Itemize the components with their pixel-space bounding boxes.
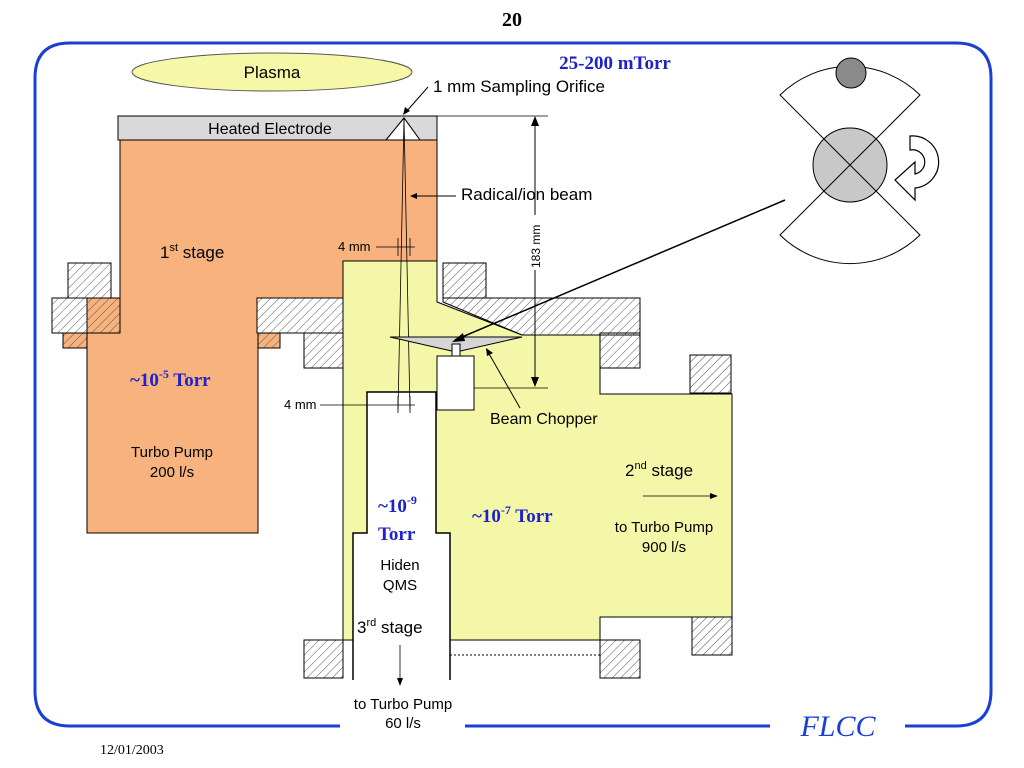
p1-prefix: ~10: [130, 370, 159, 391]
chopper-shaft: [451, 343, 461, 357]
electrode-label: Heated Electrode: [208, 121, 332, 138]
flange-block: [67, 262, 112, 299]
p2-exp: -7: [501, 503, 511, 517]
beam-line: [403, 117, 411, 411]
chopper-label-arrow: [487, 351, 521, 409]
flange-block: [256, 297, 344, 334]
plasma-ellipse: [131, 52, 413, 92]
slide-border: [33, 41, 993, 728]
p2-unit: Torr: [511, 506, 553, 527]
dim-183-label-bg: [527, 215, 543, 270]
p3-prefix: ~10: [378, 496, 407, 517]
stage3-sup: rd: [366, 617, 376, 629]
chopper-sector-bottom: [779, 164, 921, 265]
p3-exp: -9: [407, 493, 417, 507]
flange-block: [51, 297, 121, 334]
stage2-arrowhead: [710, 493, 718, 499]
stage3-label: 3rd stage: [357, 617, 423, 637]
stage2-label: 2nd stage: [625, 460, 693, 480]
dim-4mm-top: 4 mm: [338, 239, 371, 254]
flange-block: [257, 332, 281, 349]
slide-number: 20: [502, 9, 522, 31]
flange-block: [442, 297, 641, 336]
chopper-inset: [779, 57, 940, 265]
pressure-stage3: ~10-9: [378, 493, 417, 517]
flange-block: [689, 354, 732, 394]
dim-4mm-bottom: 4 mm: [284, 397, 317, 412]
chopper-cross: [823, 138, 877, 192]
chopper-leader-line: [454, 199, 786, 341]
chopper-leader-arrowhead: [452, 333, 465, 342]
chopper-label: Beam Chopper: [490, 411, 598, 428]
stage3-num: 3: [357, 618, 366, 637]
qms-line2: QMS: [383, 577, 417, 594]
pump3-line2: 60 l/s: [385, 715, 421, 732]
flcc-logo: FLCC: [799, 710, 876, 743]
flange-block: [691, 616, 733, 656]
flange-block: [62, 332, 88, 349]
stage2-rest: stage: [647, 461, 693, 480]
pump1-line2: 200 l/s: [150, 464, 194, 481]
p2-prefix: ~10: [472, 506, 501, 527]
stage2-num: 2: [625, 461, 634, 480]
stage1-label: 1st stage: [160, 242, 224, 262]
stage3-arrowhead: [397, 678, 403, 686]
slide-date: 12/01/2003: [100, 743, 164, 758]
beam-label-arrowhead: [410, 193, 417, 199]
stage1-sup: st: [169, 242, 178, 254]
pump2-line2: 900 l/s: [642, 539, 686, 556]
beam-line: [397, 117, 405, 411]
rotation-arrow-icon: [894, 135, 940, 202]
pump2-line1: to Turbo Pump: [615, 519, 713, 536]
chopper-hole: [835, 57, 867, 89]
pressure-stage1: ~10-5 Torr: [130, 367, 211, 391]
beam-label: Radical/ion beam: [461, 185, 592, 204]
pressure-stage3-unit: Torr: [378, 524, 416, 545]
flange-block: [599, 639, 641, 679]
chopper-motor: [436, 355, 475, 411]
flange-block: [303, 332, 344, 369]
orifice-label: 1 mm Sampling Orifice: [433, 77, 605, 96]
flange-block: [303, 639, 344, 679]
stage3-rest: stage: [376, 618, 422, 637]
orifice-cone: [384, 117, 421, 141]
dim-183-arrow-top: [531, 116, 539, 126]
stage3-tube-left: [352, 391, 451, 680]
orifice-arrowhead: [403, 107, 410, 115]
flange-block: [442, 262, 487, 299]
plasma-label: Plasma: [244, 63, 301, 82]
chopper-label-arrowhead: [486, 348, 493, 356]
p1-unit: Torr: [169, 370, 211, 391]
orifice-arrow: [405, 86, 429, 113]
dim-183-label: 183 mm: [529, 225, 543, 268]
stage2-sup: nd: [634, 460, 646, 472]
pressure-top: 25-200 mTorr: [559, 53, 671, 74]
pump1-line1: Turbo Pump: [131, 444, 213, 461]
p1-exp: -5: [159, 367, 169, 381]
pump3-line1: to Turbo Pump: [354, 696, 452, 713]
pressure-stage2: ~10-7 Torr: [472, 503, 553, 527]
flange-block: [599, 332, 641, 369]
dim-183-arrow-bottom: [531, 377, 539, 387]
stage1-rest: stage: [178, 243, 224, 262]
qms-line1: Hiden: [380, 557, 419, 574]
stage1-num: 1: [160, 243, 169, 262]
